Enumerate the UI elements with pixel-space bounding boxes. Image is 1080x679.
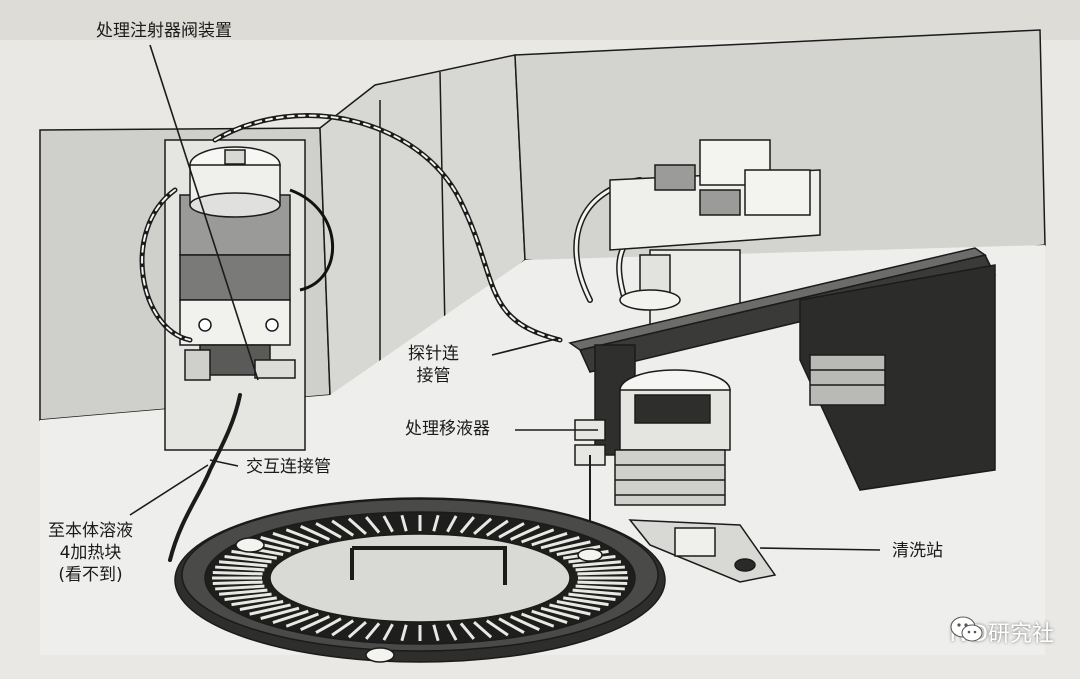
carousel-slot xyxy=(540,606,580,620)
carousel-slot xyxy=(272,609,309,624)
carousel-slot xyxy=(212,571,263,576)
carousel-slot xyxy=(549,540,591,553)
carousel-slot xyxy=(568,592,616,602)
label-cross-tube: 交互连接管 xyxy=(246,457,331,477)
label-probe-tube-line2: 接管 xyxy=(416,366,451,386)
carousel-slot xyxy=(459,622,475,640)
carousel-slot xyxy=(498,522,525,539)
carousel-slot xyxy=(575,584,625,591)
pipettor-head xyxy=(574,344,731,560)
label-heater-line1: 至本体溶液 xyxy=(48,521,133,541)
carousel-slot xyxy=(521,528,555,544)
carousel-slot xyxy=(510,615,540,631)
carousel-slot xyxy=(459,516,475,534)
carousel-slot xyxy=(572,560,622,568)
carousel-slot xyxy=(485,519,509,537)
carousel-slot xyxy=(347,621,367,639)
carousel-slot xyxy=(331,519,355,537)
carousel-slot xyxy=(315,522,342,539)
label-pipettor: 处理移液器 xyxy=(405,419,490,439)
carousel-slot xyxy=(365,516,381,534)
leader-lines xyxy=(129,44,881,551)
carousel-slot xyxy=(446,623,458,641)
carousel-slot xyxy=(285,528,319,544)
carousel-slot xyxy=(331,619,355,637)
label-heater-line2: 4加热块 xyxy=(59,543,122,563)
carousel-slot xyxy=(556,600,601,611)
carousel-slot xyxy=(562,596,609,607)
carousel-slot xyxy=(446,515,458,533)
carousel-slot xyxy=(577,580,628,585)
carousel-slot xyxy=(577,571,628,576)
label-heater-line3: (看不到) xyxy=(58,565,123,585)
carousel-slot xyxy=(272,532,309,547)
carousel-slot xyxy=(400,514,408,532)
carousel-slot xyxy=(239,600,284,611)
carousel-slot xyxy=(218,588,268,596)
carousel-slot xyxy=(556,545,601,556)
carousel-slot xyxy=(260,536,300,550)
carousel-slot xyxy=(300,525,330,541)
carousel-slot xyxy=(215,565,265,572)
label-probe-tube-line1: 探针连 xyxy=(408,344,459,364)
wash-station xyxy=(628,519,777,583)
carousel-slot xyxy=(215,584,265,591)
carousel-slot xyxy=(382,515,394,533)
watermark: IVD研究社 xyxy=(950,616,1054,648)
carousel-slot xyxy=(218,560,268,568)
carousel-slot xyxy=(485,619,509,637)
carousel-slot xyxy=(473,517,493,535)
carousel-slot xyxy=(432,624,440,642)
carousel-slot xyxy=(510,525,540,541)
carousel-slot xyxy=(260,606,300,620)
reaction-carousel xyxy=(174,497,666,663)
carousel-slot xyxy=(231,549,278,560)
carousel-slot xyxy=(521,612,555,628)
carousel-slot xyxy=(432,514,440,532)
carousel-slot xyxy=(572,588,622,596)
carousel-slot xyxy=(300,615,330,631)
carousel-slot xyxy=(575,565,625,572)
carousel-slot xyxy=(540,536,580,550)
carousel-slot xyxy=(365,622,381,640)
carousel-slot xyxy=(347,517,367,535)
carousel-slot xyxy=(224,554,272,564)
probe-arm xyxy=(568,247,997,491)
carousel-slot xyxy=(473,621,493,639)
carousel-slot xyxy=(498,617,525,634)
wechat-icon xyxy=(950,616,983,642)
carousel-slot xyxy=(549,603,591,616)
label-heater-block: 至本体溶液 4加热块 (看不到) xyxy=(48,520,133,586)
carousel-slot xyxy=(531,609,568,624)
carousel-slot xyxy=(315,617,342,634)
valve-housing xyxy=(164,139,334,451)
label-probe-tube: 探针连 接管 xyxy=(408,343,459,387)
label-valve-assembly: 处理注射器阀装置 xyxy=(96,21,232,41)
carousel-slot xyxy=(285,612,319,628)
carousel-slot xyxy=(212,580,263,585)
carousel-slot xyxy=(400,624,408,642)
label-wash-station: 清洗站 xyxy=(892,541,943,561)
carousel-slot xyxy=(224,592,272,602)
carousel-slot xyxy=(531,532,568,547)
carousel-slot xyxy=(382,623,394,641)
carousel-slot xyxy=(231,596,278,607)
carousel-slot xyxy=(249,603,291,616)
